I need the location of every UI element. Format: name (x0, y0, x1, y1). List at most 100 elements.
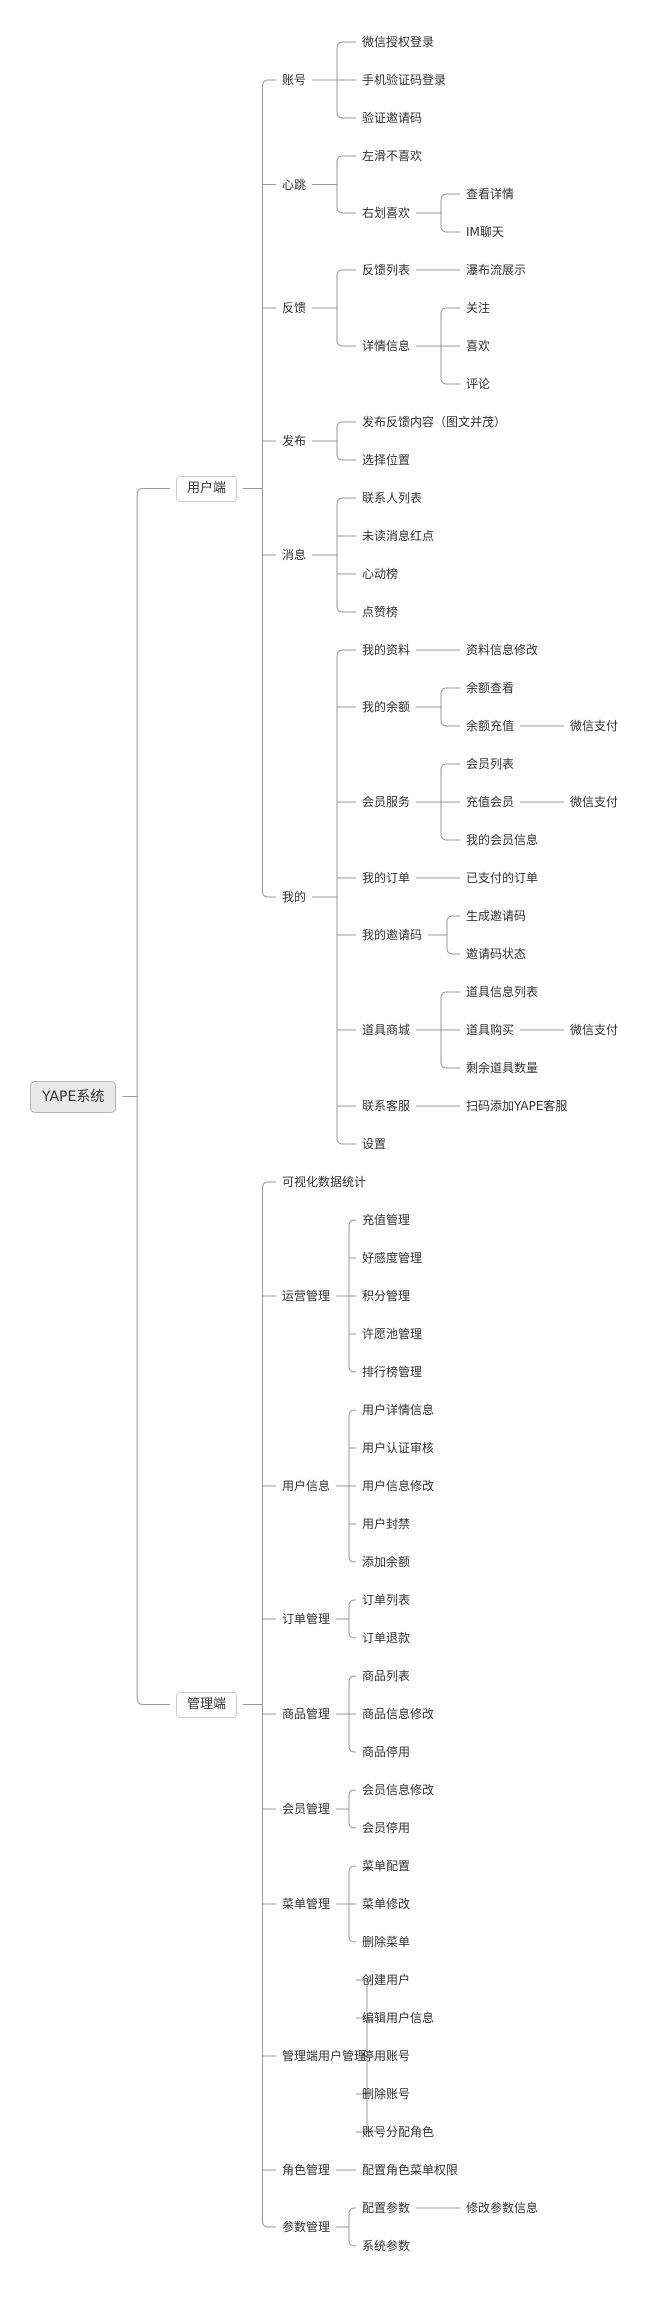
connector-branch (262, 1181, 276, 1189)
topic-node: 反馈列表 (362, 263, 411, 277)
connector-branch (336, 206, 356, 214)
leaf-node: 扫码添加YAPE客服 (466, 1099, 568, 1113)
connector-branch (440, 307, 460, 315)
topic-node: 道具购买 (466, 1023, 515, 1037)
leaf-node: 订单列表 (362, 1593, 411, 1607)
leaf-node: 道具信息列表 (466, 985, 539, 999)
topic-node: 配置参数 (362, 2201, 411, 2215)
leaf-node: 瀑布流展示 (466, 263, 527, 277)
connector-branch (336, 155, 356, 163)
leaf-node: 余额查看 (466, 681, 515, 695)
connector-branch (136, 488, 170, 495)
leaf-node: 菜单修改 (362, 1897, 411, 1911)
leaf-node: 用户详情信息 (362, 1403, 435, 1417)
topic-node: 我的订单 (362, 871, 411, 885)
leaf-node: 点赞榜 (362, 605, 399, 619)
connector-branch (348, 1365, 356, 1373)
topic-node: 道具商城 (362, 1023, 411, 1037)
leaf-node: 发布反馈内容（图文并茂） (362, 415, 507, 429)
leaf-node: 会员停用 (362, 1821, 411, 1835)
connector-branch (348, 1745, 356, 1753)
topic-node: 我的资料 (362, 643, 411, 657)
connector-branch (336, 269, 356, 277)
leaf-node: 微信支付 (570, 1023, 619, 1037)
leaf-node: 我的会员信息 (466, 833, 539, 847)
leaf-node: 左滑不喜欢 (362, 149, 423, 163)
leaf-node: 好感度管理 (362, 1251, 423, 1265)
leaf-node: 喜欢 (466, 339, 491, 353)
leaf-node: 会员列表 (466, 757, 515, 771)
topic-node: 会员管理 (282, 1802, 331, 1816)
connector-branch (136, 1698, 170, 1705)
topic-node: 我的 (282, 890, 307, 904)
topic-node: 会员服务 (362, 795, 411, 809)
branch-node: 用户端 (176, 475, 238, 502)
topic-node: 心跳 (282, 177, 307, 192)
topic-node: 联系客服 (362, 1099, 411, 1113)
connector-branch (440, 225, 460, 233)
topic-node: 角色管理 (282, 2163, 331, 2177)
leaf-node: 积分管理 (362, 1289, 411, 1303)
connector-branch (348, 1631, 356, 1639)
leaf-node: 剩余道具数量 (466, 1061, 539, 1075)
topic-node: 我的余额 (362, 700, 411, 714)
leaf-node: 选择位置 (362, 453, 411, 467)
leaf-node: 账号分配角色 (362, 2125, 435, 2139)
leaf-node: 商品停用 (362, 1745, 411, 1759)
connector-branch (356, 2125, 374, 2133)
branch-node: 管理端 (176, 1691, 238, 1718)
leaf-node: 添加余额 (362, 1555, 411, 1569)
leaf-node: 未读消息红点 (362, 529, 435, 543)
connector-branch (348, 1409, 356, 1417)
leaf-node: 资料信息修改 (466, 643, 539, 657)
leaf-node: 配置角色菜单权限 (362, 2163, 459, 2177)
connector-branch (348, 1789, 356, 1797)
connector-branch (262, 2220, 276, 2228)
connector-branch (356, 1979, 374, 1987)
topic-node: 商品管理 (282, 1707, 331, 1721)
connector-branch (348, 1935, 356, 1943)
leaf-node: 联系人列表 (362, 491, 423, 505)
leaf-node: 微信授权登录 (362, 35, 435, 49)
leaf-node: 删除菜单 (362, 1935, 411, 1949)
leaf-node: 充值管理 (362, 1213, 411, 1227)
leaf-node: 邀请码状态 (466, 947, 527, 961)
leaf-node: 手机验证码登录 (362, 73, 447, 87)
connector-branch (336, 421, 356, 429)
topic-node: 发布 (282, 434, 307, 448)
connector-branch (440, 377, 460, 385)
root-node: YAPE系统 (30, 1080, 117, 1113)
leaf-node: 订单退款 (362, 1631, 411, 1645)
connector-branch (348, 1555, 356, 1563)
connector-branch (446, 915, 460, 923)
leaf-node: 商品列表 (362, 1669, 411, 1683)
connector-branch (336, 1137, 356, 1145)
leaf-node: 菜单配置 (362, 1859, 411, 1873)
connector-branch (348, 1865, 356, 1873)
topic-node: 菜单管理 (282, 1897, 331, 1911)
leaf-node: 用户信息修改 (362, 1479, 435, 1493)
topic-node: 右划喜欢 (362, 206, 411, 220)
connector-branch (440, 763, 460, 771)
leaf-node: 排行榜管理 (362, 1365, 423, 1379)
leaf-node: 修改参数信息 (466, 2201, 539, 2215)
leaf-node: 商品信息修改 (362, 1707, 435, 1721)
connector-branch (440, 1061, 460, 1069)
connector-branch (440, 991, 460, 999)
connector-branch (440, 833, 460, 841)
leaf-node: 关注 (466, 301, 491, 315)
topic-node: 详情信息 (362, 339, 411, 353)
topic-node: 用户信息 (282, 1479, 331, 1493)
connector-branch (348, 1821, 356, 1829)
connector-branch (348, 1675, 356, 1683)
topic-node: 充值会员 (466, 795, 515, 809)
leaf-node: 许愿池管理 (362, 1327, 423, 1341)
leaf-node: 设置 (362, 1137, 387, 1151)
connector-branch (348, 1599, 356, 1607)
connector-branch (336, 339, 356, 347)
leaf-node: 验证邀请码 (362, 111, 423, 125)
connector-branch (336, 605, 356, 613)
leaf-node: 删除账号 (362, 2087, 411, 2101)
